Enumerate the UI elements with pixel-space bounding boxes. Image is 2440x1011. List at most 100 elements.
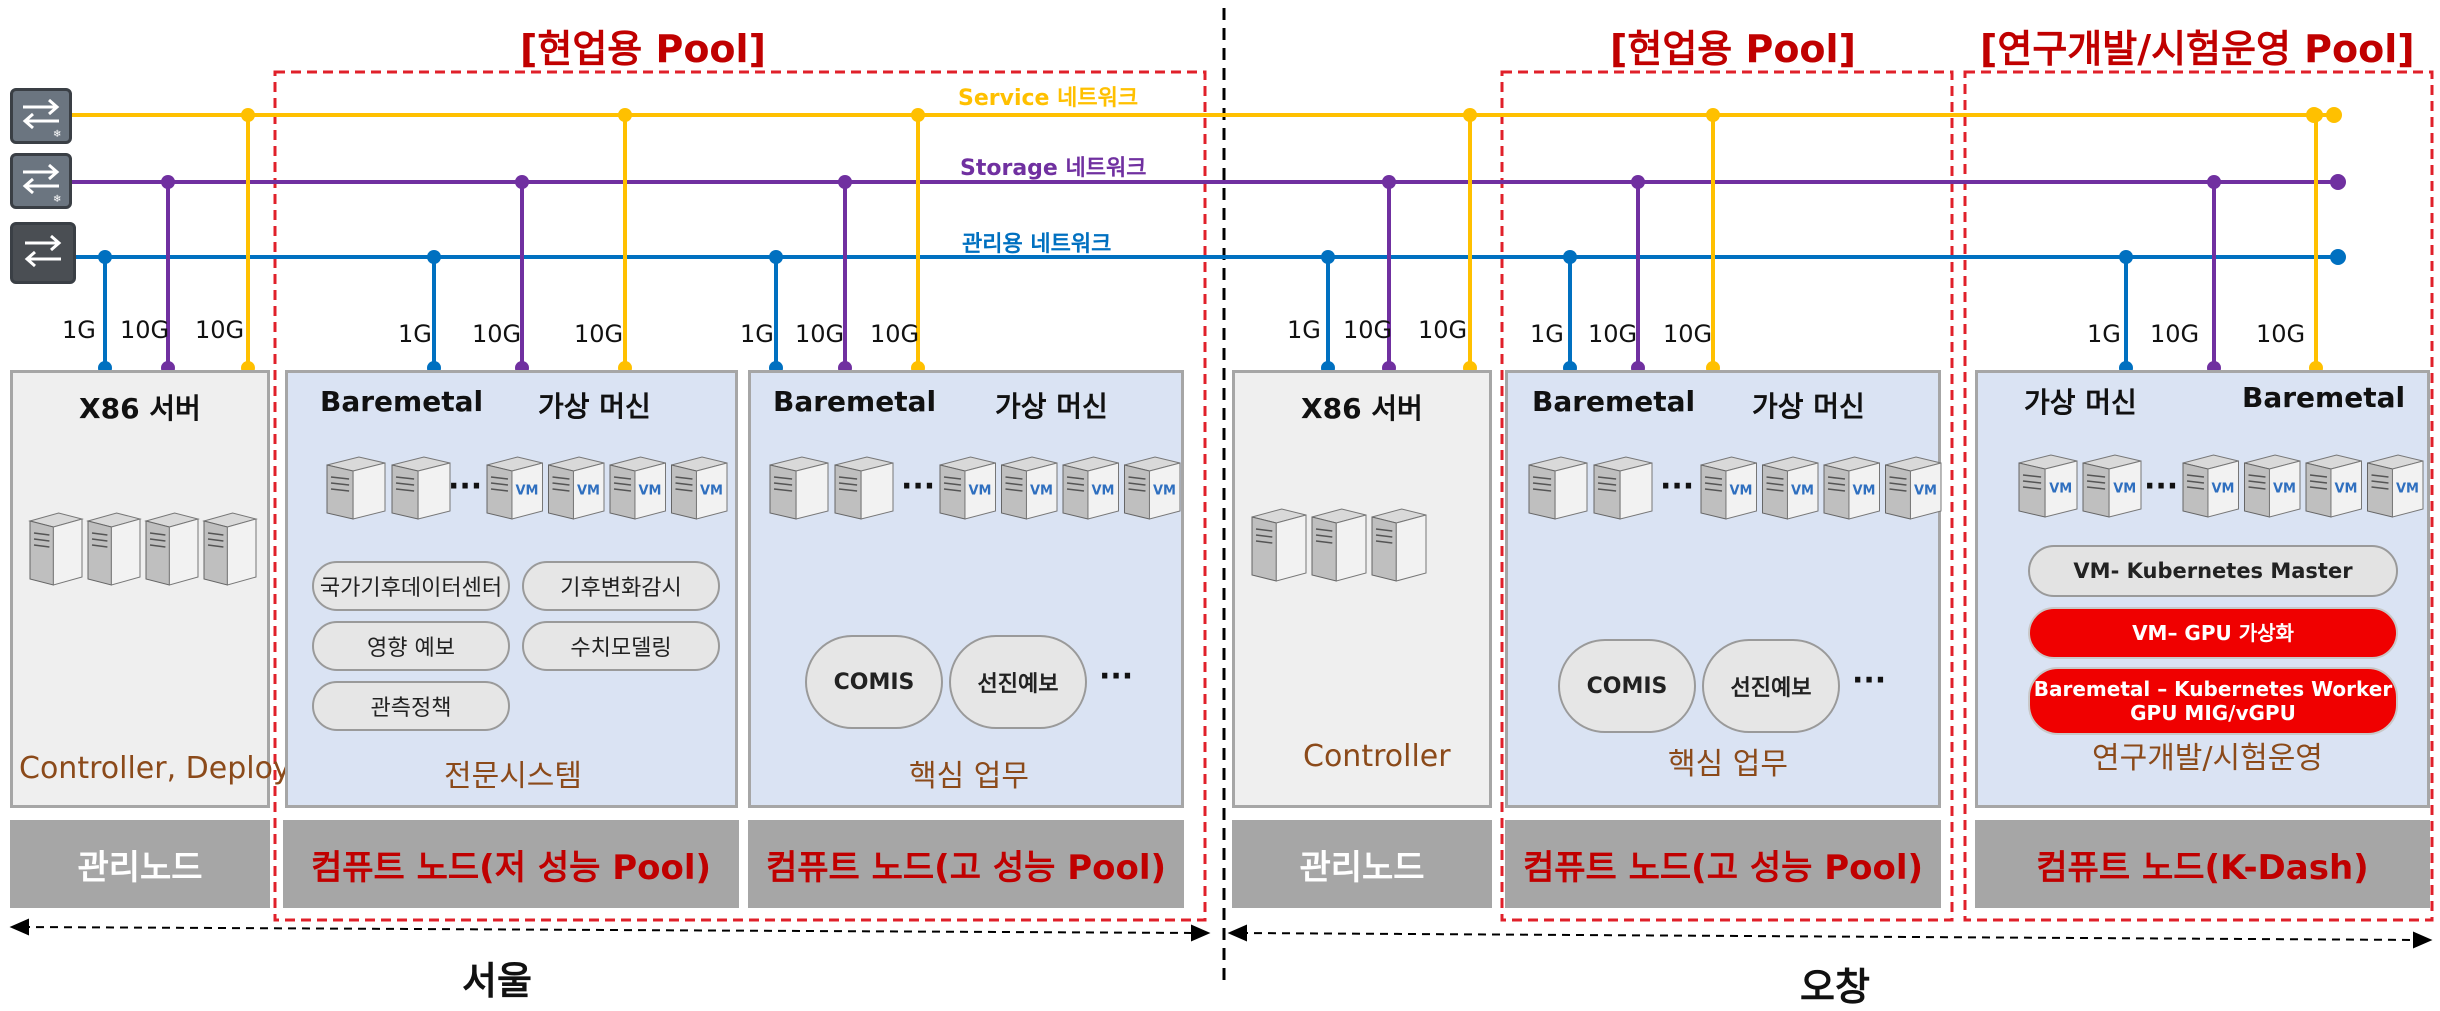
core-service-pill: COMIS (805, 635, 943, 729)
speed-label: 1G (62, 316, 96, 344)
vm-badge: VM (1030, 484, 1053, 499)
server-icon-group (769, 456, 894, 520)
vm-server-icon: VM (609, 456, 666, 520)
speed-label: 10G (870, 320, 920, 348)
management-caption: Controller, Deploy (19, 751, 291, 786)
vm-badge: VM (1729, 484, 1752, 499)
speed-label: 1G (740, 320, 774, 348)
vm-server-icon: VM (2305, 454, 2362, 518)
junction-dot (618, 108, 632, 122)
junction-dot (1563, 250, 1577, 264)
server-icon (144, 512, 200, 586)
vm-server-icon: VM (1124, 456, 1181, 520)
baremetal-title: Baremetal (2242, 381, 2406, 414)
baremetal-title: Baremetal (1532, 385, 1696, 418)
virtual-machine-title: 가상 머신 (1752, 390, 1865, 423)
region-label-ochang: 오창 (1800, 965, 1870, 1009)
junction-dot (161, 175, 175, 189)
virtual-machine-title: 가상 머신 (995, 390, 1108, 423)
pool-title-ochang-main: [현업용 Pool] (1610, 27, 1856, 71)
speed-label: 10G (1343, 316, 1393, 344)
service-switch-icon: ❄ (10, 88, 72, 144)
service-pill: 수치모델링 (522, 621, 720, 671)
vm-badge: VM (2049, 482, 2072, 497)
speed-label: 10G (2150, 320, 2200, 348)
vm-server-icon: VM (1885, 456, 1942, 520)
footer-seoul-management: 관리노드 (10, 820, 270, 908)
server-icon (326, 456, 386, 520)
service-network-label: Service 네트워크 (958, 86, 1139, 111)
server-icon (1528, 456, 1588, 520)
pool-box-ochang-research (1963, 70, 2434, 922)
junction-dot (241, 108, 255, 122)
line-end-dot (2330, 249, 2346, 265)
ochang-span-arrow (1227, 924, 2433, 949)
junction-dot (1463, 108, 1477, 122)
line-end-dot (2306, 107, 2322, 123)
kubernetes-master-pill: VM- Kubernetes Master (2028, 545, 2398, 597)
speed-label: 10G (2256, 320, 2306, 348)
server-icon-group (28, 512, 258, 586)
baremetal-server-icons (767, 455, 897, 525)
server-icon-group: VM VM (2018, 454, 2142, 518)
vm-server-icon: VM (939, 456, 996, 520)
ochang-management-panel: X86 서버 Controller (1232, 370, 1492, 808)
server-icon (834, 456, 894, 520)
svg-text:❄: ❄ (53, 129, 61, 140)
kubernetes-worker-text: Baremetal – Kubernetes Worker (2033, 677, 2393, 701)
junction-dot (1631, 175, 1645, 189)
vm-badge: VM (2211, 482, 2234, 497)
junction-dot (1382, 175, 1396, 189)
server-icon (202, 512, 258, 586)
pool-title-seoul: [현업용 Pool] (520, 27, 766, 71)
pool-title-ochang-research: [연구개발/시험운영 Pool] (1980, 27, 2415, 71)
speed-label: 1G (2087, 320, 2121, 348)
baremetal-title: Baremetal (773, 385, 937, 418)
server-icon (1311, 508, 1367, 582)
ellipsis: ··· (2144, 469, 2179, 504)
service-pill: 기후변화감시 (522, 561, 720, 611)
gpu-virtualization-pill: VM– GPU 가상화 (2028, 607, 2398, 659)
footer-seoul-low-pool: 컴퓨트 노드(저 성능 Pool) (283, 820, 739, 908)
vm-badge: VM (1914, 484, 1937, 499)
junction-dot (1321, 250, 1335, 264)
vm-badge: VM (968, 484, 991, 499)
high-pool-caption: 핵심 업무 (909, 759, 1029, 794)
server-icon (28, 512, 84, 586)
vm-server-icon: VM (2082, 454, 2142, 518)
vm-badge: VM (1852, 484, 1875, 499)
low-pool-caption: 전문시스템 (444, 759, 582, 794)
vm-badge: VM (1153, 484, 1176, 499)
vm-server-icon: VM (671, 456, 728, 520)
line-end-dot (2330, 174, 2346, 190)
kubernetes-worker-pill: Baremetal – Kubernetes Worker GPU MIG/vG… (2028, 667, 2398, 735)
speed-label: 1G (1287, 316, 1321, 344)
virtual-machine-title: 가상 머신 (538, 390, 651, 423)
ellipsis: ··· (901, 469, 936, 504)
ellipsis: ··· (448, 469, 483, 504)
footer-ochang-high-pool: 컴퓨트 노드(고 성능 Pool) (1505, 820, 1941, 908)
management-switch-icon (10, 222, 76, 284)
vm-server-icon: VM (2182, 454, 2239, 518)
baremetal-server-icons (1526, 455, 1656, 525)
speed-label: 1G (1530, 320, 1564, 348)
management-caption: Controller (1303, 739, 1451, 774)
speed-label: 10G (574, 320, 624, 348)
storage-switch-icon: ❄ (10, 153, 72, 209)
seoul-span-arrow (9, 918, 1211, 942)
server-icon (1251, 508, 1307, 582)
vm-server-icon: VM (548, 456, 605, 520)
seoul-management-panel: X86 서버 Controller, Deploy (10, 370, 291, 808)
footer-seoul-high-pool: 컴퓨트 노드(고 성능 Pool) (748, 820, 1184, 908)
service-pill: 국가기후데이터센터 (312, 561, 510, 611)
vm-badge: VM (700, 484, 723, 499)
junction-dot (769, 250, 783, 264)
server-icon-group (1251, 508, 1427, 582)
speed-label: 10G (795, 320, 845, 348)
